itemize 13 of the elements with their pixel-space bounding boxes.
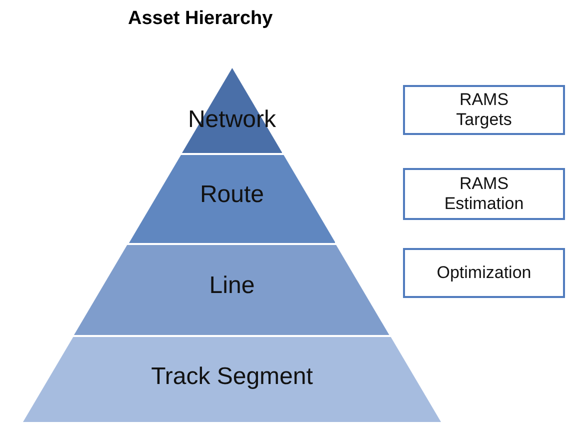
pyramid-level <box>74 245 390 335</box>
process-box <box>403 168 565 220</box>
box-label: Optimization <box>436 262 532 284</box>
pyramid-level <box>23 337 441 422</box>
process-box <box>403 248 565 298</box>
level-label: Line <box>208 272 256 300</box>
box-label: RAMS Targets <box>455 90 513 130</box>
level-label: Route <box>198 181 265 210</box>
diagram-title: Asset Hierarchy <box>128 8 273 30</box>
box-label: RAMS Estimation <box>443 174 525 214</box>
level-label: Track Segment <box>150 362 314 390</box>
pyramid-level <box>128 155 336 243</box>
process-box <box>403 85 565 135</box>
